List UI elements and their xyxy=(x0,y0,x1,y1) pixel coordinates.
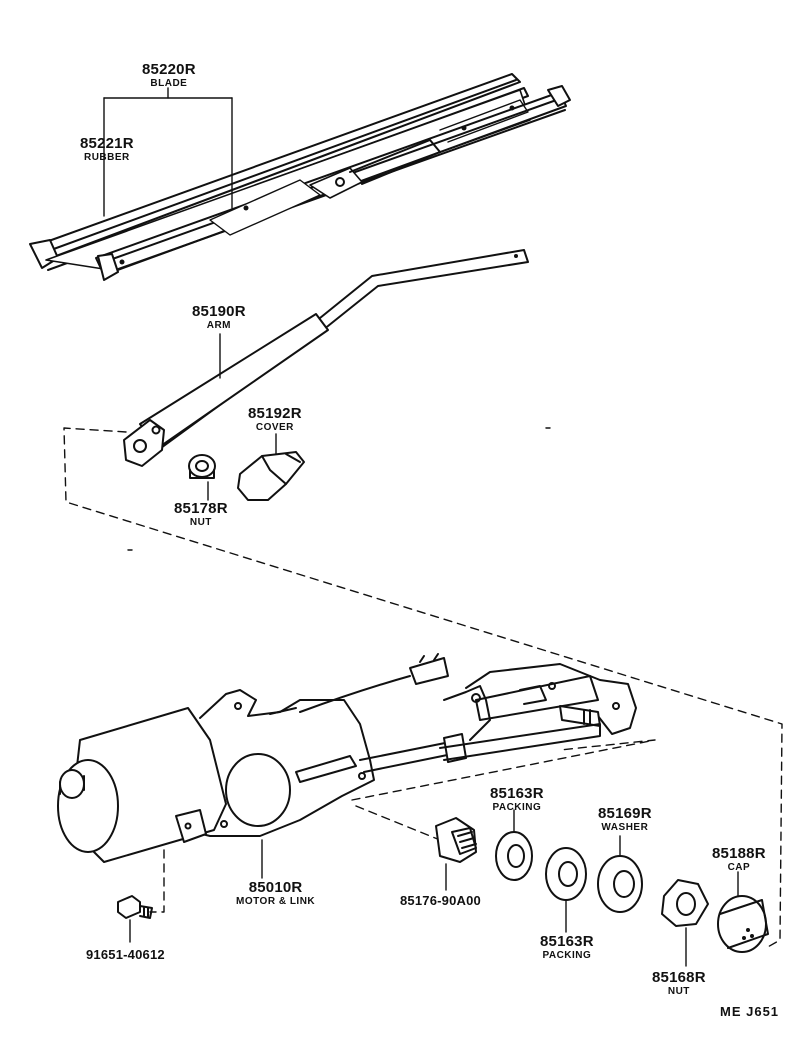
wiper-arm xyxy=(123,249,529,467)
rubber-part-name: RUBBER xyxy=(83,152,130,163)
washer-part-number: 85169R xyxy=(598,805,652,822)
pivot-nut xyxy=(661,879,709,927)
diagram-code: ME J651 xyxy=(720,1004,780,1019)
pivot-washer xyxy=(597,855,643,913)
cap-part-name: CAP xyxy=(727,862,751,873)
packing-first-part-number: 85163R xyxy=(490,785,544,802)
arm-part-name: ARM xyxy=(206,320,232,331)
label-washer: 85169R WASHER xyxy=(598,806,652,833)
label-motor: 85010R MOTOR & LINK xyxy=(236,880,315,907)
nut-top-part-name: NUT xyxy=(189,517,212,528)
reference-ticks xyxy=(127,427,551,551)
pivot-cap xyxy=(717,895,769,953)
nut-bottom-part-number: 85168R xyxy=(652,969,706,986)
label-nut-top: 85178R NUT xyxy=(174,501,228,528)
label-packing-second: 85163R PACKING xyxy=(540,934,594,961)
blade-part-number: 85220R xyxy=(142,61,196,78)
arm-cover xyxy=(237,451,305,501)
label-cover: 85192R COVER xyxy=(248,406,302,433)
label-bushing: 85176-90A00 xyxy=(400,894,481,907)
arm-part-number: 85190R xyxy=(192,303,246,320)
label-nut-bottom: 85168R NUT xyxy=(652,970,706,997)
motor-part-name: MOTOR & LINK xyxy=(236,896,316,907)
wiper-blade xyxy=(29,73,571,281)
packing-second-part-name: PACKING xyxy=(542,950,592,961)
nut-top-part-number: 85178R xyxy=(174,500,228,517)
nut-bottom-part-name: NUT xyxy=(667,986,690,997)
packing-first-part-name: PACKING xyxy=(492,802,542,813)
washer-part-name: WASHER xyxy=(601,822,649,833)
label-rubber: 85221R RUBBER xyxy=(80,136,134,163)
packing-second-part-number: 85163R xyxy=(540,933,594,950)
packing-second xyxy=(545,847,587,901)
label-packing-first: 85163R PACKING xyxy=(490,786,544,813)
label-bolt: 91651-40612 xyxy=(86,948,165,961)
label-arm: 85190R ARM xyxy=(192,304,246,331)
mounting-bolt xyxy=(117,895,153,919)
cover-part-name: COVER xyxy=(255,422,294,433)
cap-part-number: 85188R xyxy=(712,845,766,862)
bolt-part-number: 91651-40612 xyxy=(86,947,165,962)
wiper-motor-and-link xyxy=(57,653,637,863)
motor-part-number: 85010R xyxy=(248,879,303,896)
pivot-bushing xyxy=(435,817,477,863)
rubber-part-number: 85221R xyxy=(80,135,134,152)
blade-part-name: BLADE xyxy=(150,78,188,89)
label-cap: 85188R CAP xyxy=(712,846,766,873)
label-blade: 85220R BLADE xyxy=(142,62,196,89)
cover-part-number: 85192R xyxy=(248,405,302,422)
packing-first xyxy=(495,831,533,881)
bushing-part-number: 85176-90A00 xyxy=(400,893,481,908)
blade-leader-lines xyxy=(103,87,233,217)
arm-nut xyxy=(188,454,216,479)
dashed-assembly-lines xyxy=(63,427,783,949)
